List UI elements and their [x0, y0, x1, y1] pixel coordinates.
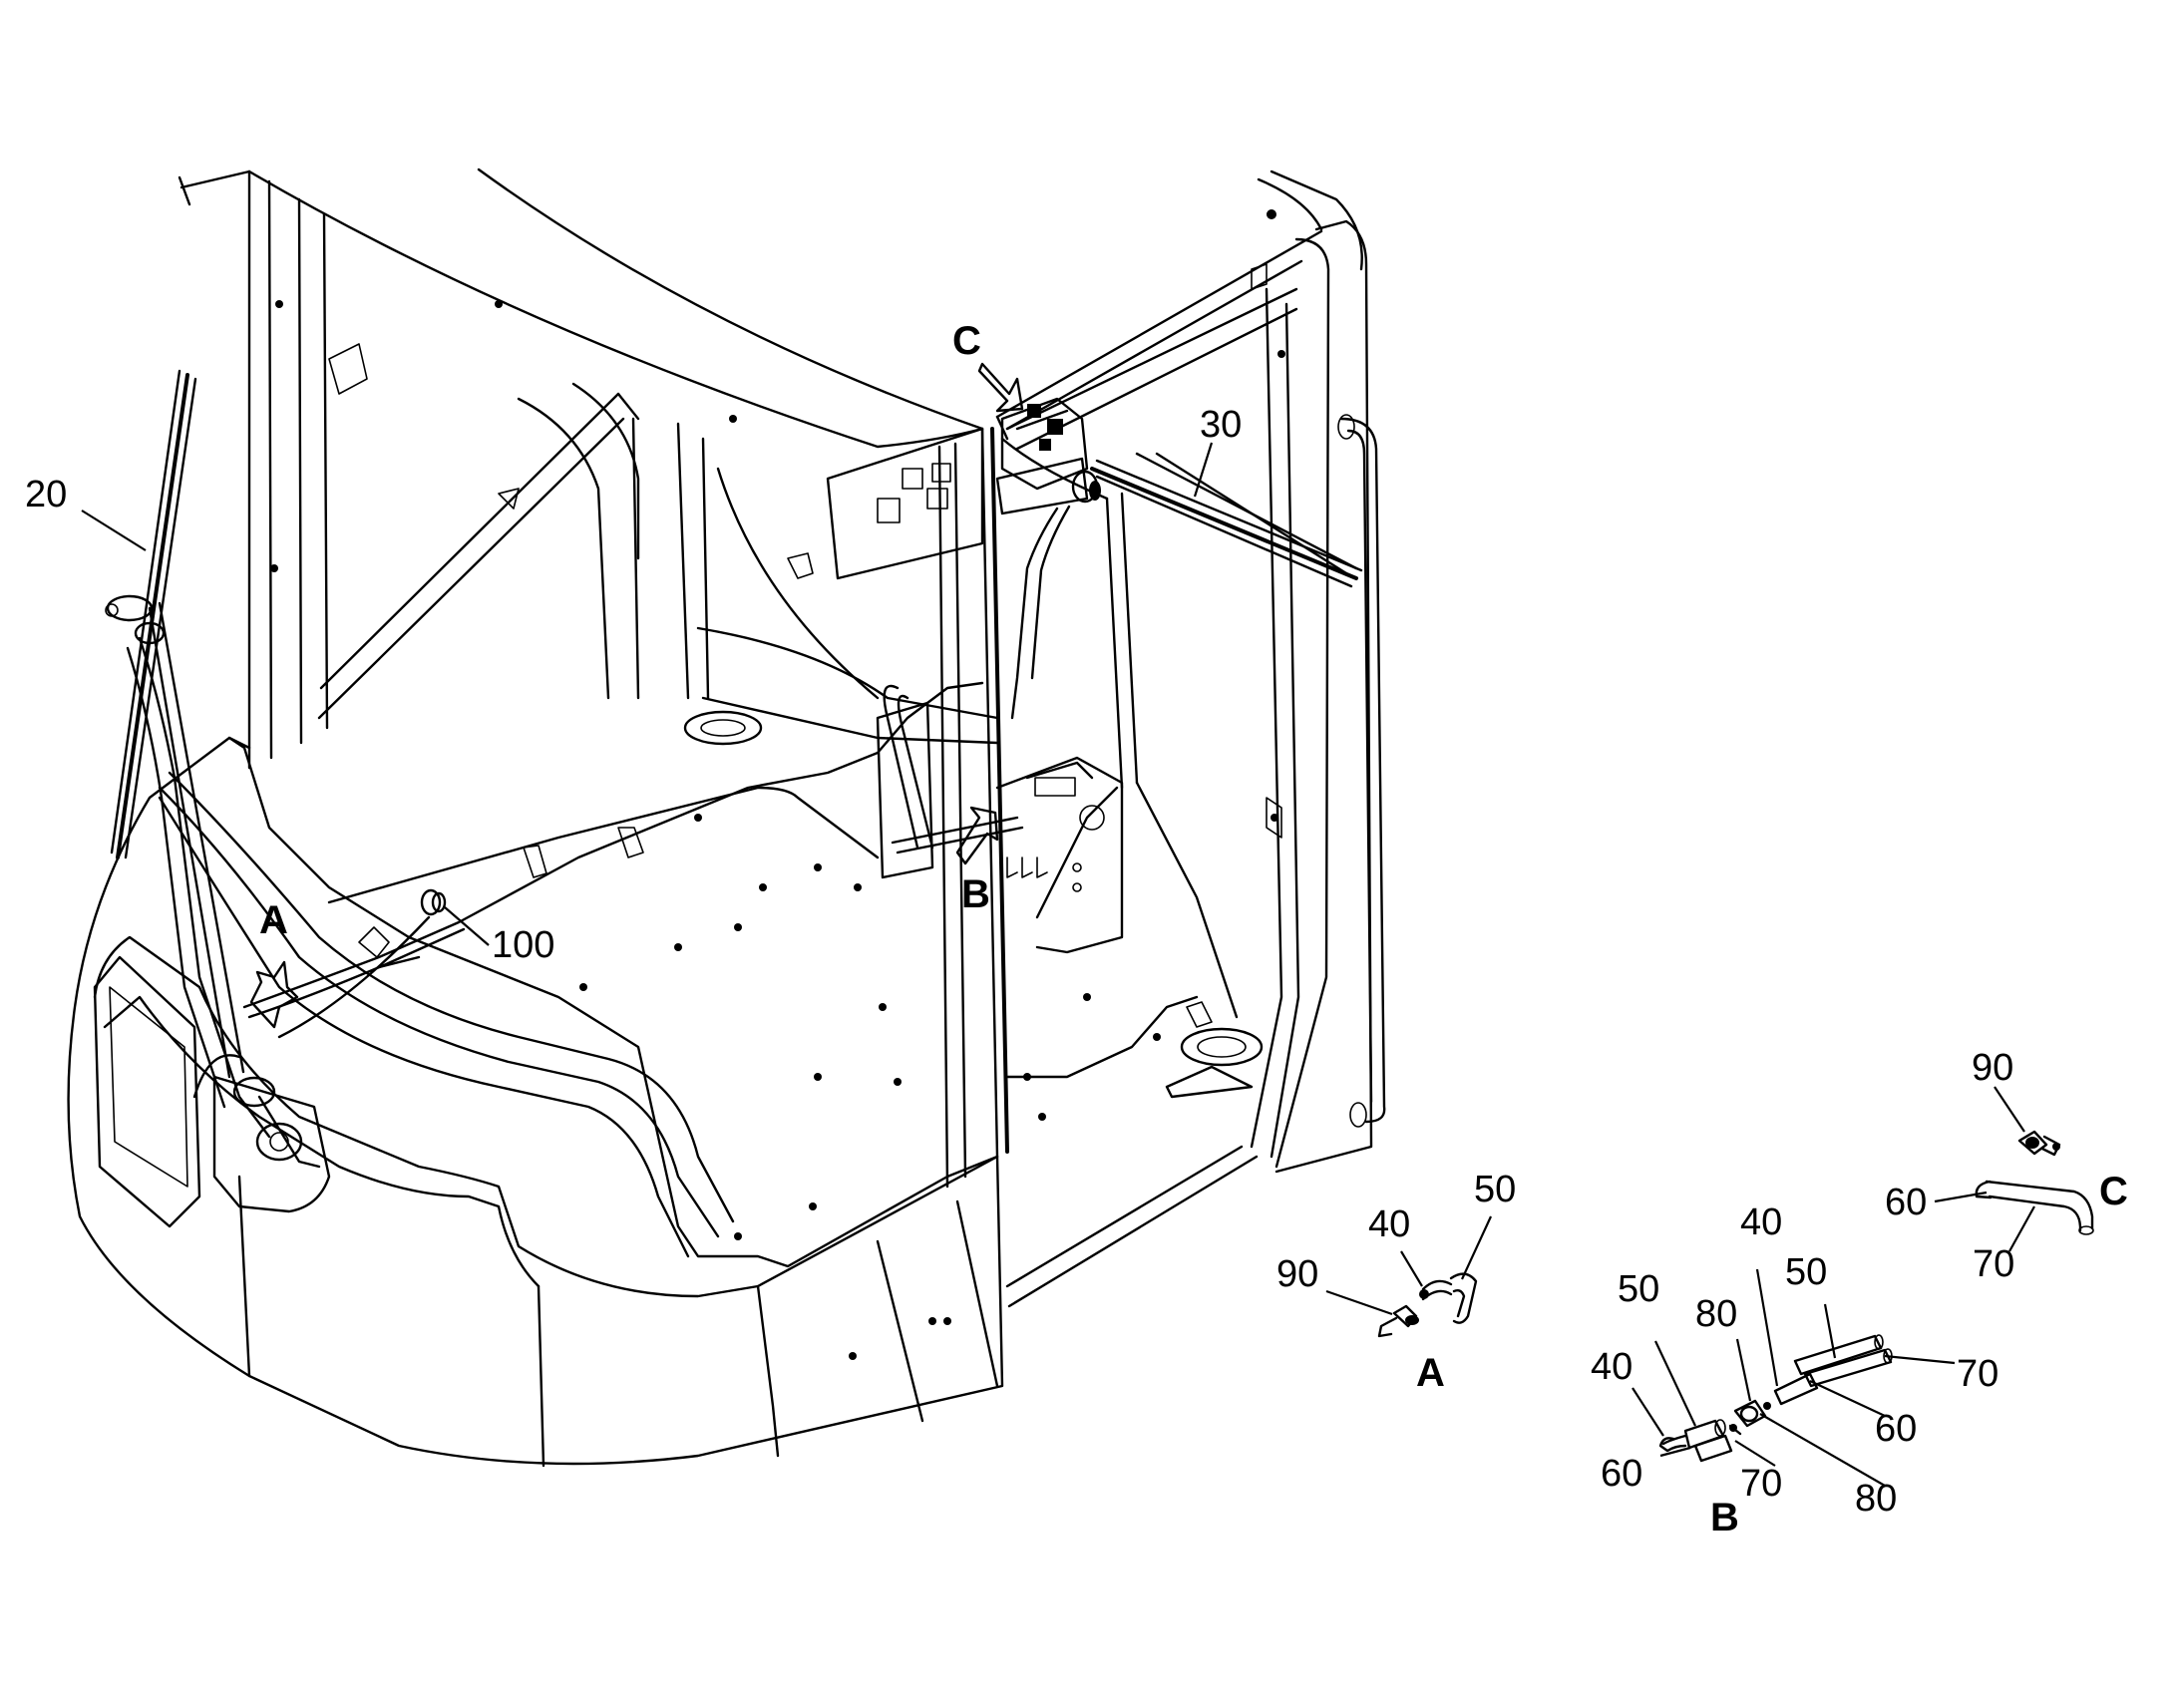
detail-b-callout-40-right: 40	[1740, 1201, 1782, 1243]
view-marker-b-main: B	[961, 872, 990, 916]
callout-100: 100	[492, 924, 554, 966]
detail-a-title: A	[1416, 1351, 1445, 1395]
detail-b-callout-80-top: 80	[1695, 1293, 1737, 1335]
rear-wiper-motor	[995, 397, 1363, 720]
view-marker-c-main: C	[952, 319, 981, 363]
detail-c-title: C	[2099, 1170, 2128, 1213]
detail-a-callout-40: 40	[1368, 1203, 1410, 1245]
washer-hose-harness	[242, 681, 1024, 1039]
callout-labels: 20 30 100 90 40 50 40 50 80 40 50 70 60 …	[25, 404, 2014, 1520]
detail-B	[1632, 1268, 1956, 1487]
detail-b-callout-80-bottom: 80	[1855, 1478, 1897, 1520]
detail-c-callout-90: 90	[1972, 1047, 2013, 1089]
view-marker-a-main: A	[259, 898, 288, 942]
detail-A	[1325, 1215, 1492, 1338]
detail-b-title: B	[1710, 1496, 1739, 1539]
detail-b-callout-40-left: 40	[1591, 1346, 1633, 1388]
bracket-b	[876, 701, 1124, 954]
detail-C	[1934, 1086, 2094, 1252]
callout-20: 20	[25, 474, 67, 515]
front-console	[67, 736, 1004, 1468]
detail-b-callout-60-right: 60	[1875, 1408, 1917, 1450]
detail-c-callout-60: 60	[1885, 1182, 1927, 1223]
detail-a-callout-90: 90	[1276, 1253, 1318, 1295]
callout-30: 30	[1200, 404, 1242, 446]
detail-b-callout-70-right: 70	[1957, 1353, 1998, 1395]
detail-b-callout-50-right: 50	[1785, 1251, 1827, 1293]
view-arrows	[249, 362, 1024, 1029]
detail-b-callout-70-left: 70	[1740, 1463, 1782, 1505]
detail-a-callout-50: 50	[1474, 1169, 1516, 1210]
main-leaders	[81, 442, 1214, 946]
cab-frame	[178, 168, 1386, 1360]
detail-c-callout-70: 70	[1973, 1243, 2014, 1285]
view-marker-labels: A B C A B C	[259, 319, 2128, 1539]
detail-b-callout-60-left: 60	[1601, 1453, 1642, 1495]
detail-b-callout-50-left: 50	[1618, 1268, 1659, 1310]
wiper-blade-assembly	[105, 369, 321, 1169]
